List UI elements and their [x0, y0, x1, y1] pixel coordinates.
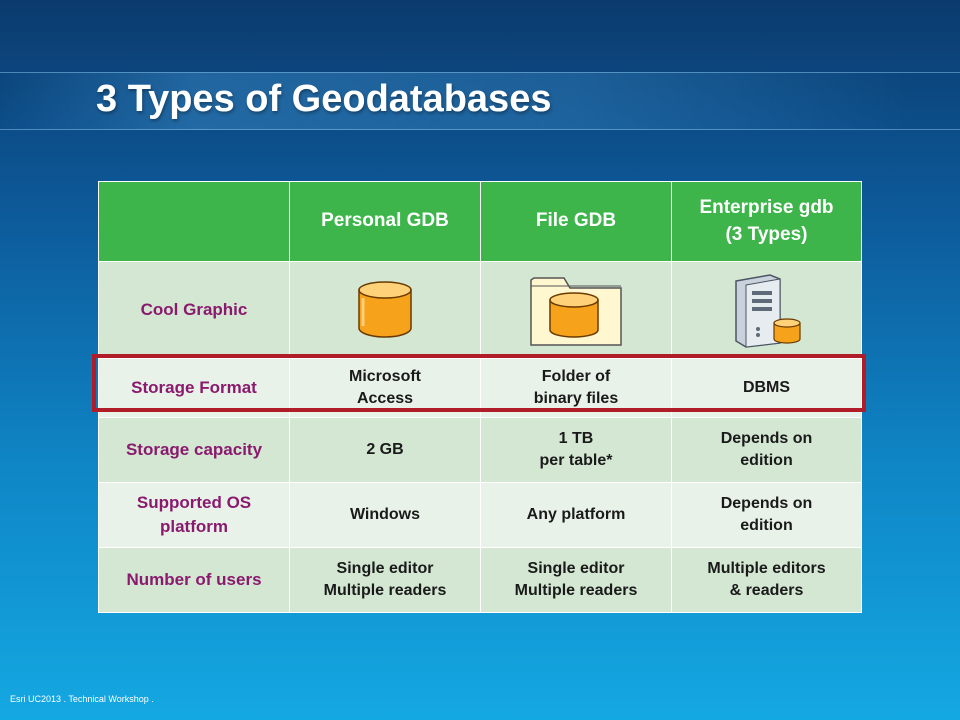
cell-file-os: Any platform: [480, 482, 672, 548]
cell-personal-graphic: [289, 261, 481, 359]
slide-footer: Esri UC2013 . Technical Workshop .: [10, 694, 154, 704]
geodatabase-comparison-table: Personal GDB File GDB Enterprise gdb (3 …: [98, 181, 862, 613]
cell-enterprise-graphic: [671, 261, 862, 359]
cell-file-storage-format: Folder of binary files: [480, 358, 672, 418]
slide-title: 3 Types of Geodatabases: [96, 78, 552, 120]
cell-personal-storage-format: Microsoft Access: [289, 358, 481, 418]
cell-enterprise-os: Depends on edition: [671, 482, 862, 548]
cell-enterprise-storage-format: DBMS: [671, 358, 862, 418]
table-row-cool-graphic: Cool Graphic: [98, 261, 862, 359]
table-row-storage-capacity: Storage capacity 2 GB 1 TB per table* De…: [98, 417, 862, 483]
header-file-gdb: File GDB: [480, 181, 672, 262]
cell-file-storage-capacity: 1 TB per table*: [480, 417, 672, 483]
row-label: Supported OS platform: [98, 482, 290, 548]
row-label: Cool Graphic: [98, 261, 290, 359]
cell-file-graphic: [480, 261, 672, 359]
row-label: Number of users: [98, 547, 290, 613]
folder-database-icon: [530, 277, 622, 346]
database-cylinder-icon: [358, 281, 412, 338]
table-row-supported-os: Supported OS platform Windows Any platfo…: [98, 482, 862, 548]
cell-enterprise-users: Multiple editors & readers: [671, 547, 862, 613]
cell-personal-users: Single editor Multiple readers: [289, 547, 481, 613]
table-header-row: Personal GDB File GDB Enterprise gdb (3 …: [98, 181, 862, 262]
cell-personal-os: Windows: [289, 482, 481, 548]
title-band: [0, 72, 960, 130]
cell-personal-storage-capacity: 2 GB: [289, 417, 481, 483]
cell-file-users: Single editor Multiple readers: [480, 547, 672, 613]
row-label: Storage Format: [98, 358, 290, 418]
table-row-storage-format: Storage Format Microsoft Access Folder o…: [98, 358, 862, 418]
header-corner: [98, 181, 290, 262]
table-row-number-of-users: Number of users Single editor Multiple r…: [98, 547, 862, 613]
header-enterprise-gdb: Enterprise gdb (3 Types): [671, 181, 862, 262]
header-personal-gdb: Personal GDB: [289, 181, 481, 262]
server-database-icon: [734, 274, 801, 348]
row-label: Storage capacity: [98, 417, 290, 483]
cell-enterprise-storage-capacity: Depends on edition: [671, 417, 862, 483]
